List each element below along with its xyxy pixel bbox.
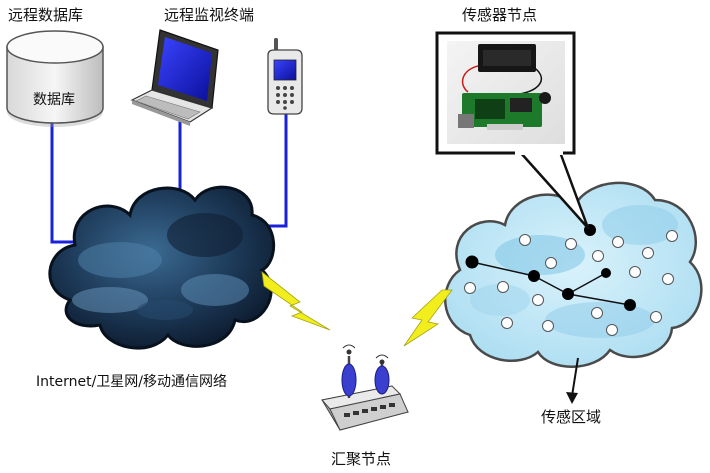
database-icon: 数据库 xyxy=(6,30,104,127)
laptop-icon xyxy=(130,29,219,126)
mobile-phone-icon xyxy=(267,38,303,115)
router-icon xyxy=(321,344,409,431)
right-wireless-bolt xyxy=(403,289,453,347)
sensing-area-arrow xyxy=(566,357,579,404)
sensor-nodes-white xyxy=(464,230,678,336)
internet-cloud xyxy=(48,185,275,350)
sensing-area-label: 传感区域 xyxy=(541,408,601,426)
network-label: Internet/卫星网/移动通信网络 xyxy=(36,374,227,390)
sensor-board-photo xyxy=(447,41,565,144)
sink-node-label: 汇聚节点 xyxy=(331,450,391,468)
sensor-nodes-active xyxy=(465,224,636,311)
database-text: 数据库 xyxy=(33,92,75,108)
sensor-node-callout xyxy=(435,31,590,230)
sensor-node-label: 传感器节点 xyxy=(462,6,537,24)
db-link xyxy=(50,122,80,244)
sensing-area-cloud xyxy=(444,181,703,368)
left-wireless-bolt xyxy=(261,271,331,331)
remote-db-label: 远程数据库 xyxy=(8,6,83,24)
remote-monitor-label: 远程监视终端 xyxy=(164,6,254,24)
phone-link xyxy=(258,108,288,228)
wireless-links xyxy=(261,271,453,347)
sensor-links xyxy=(471,261,631,306)
